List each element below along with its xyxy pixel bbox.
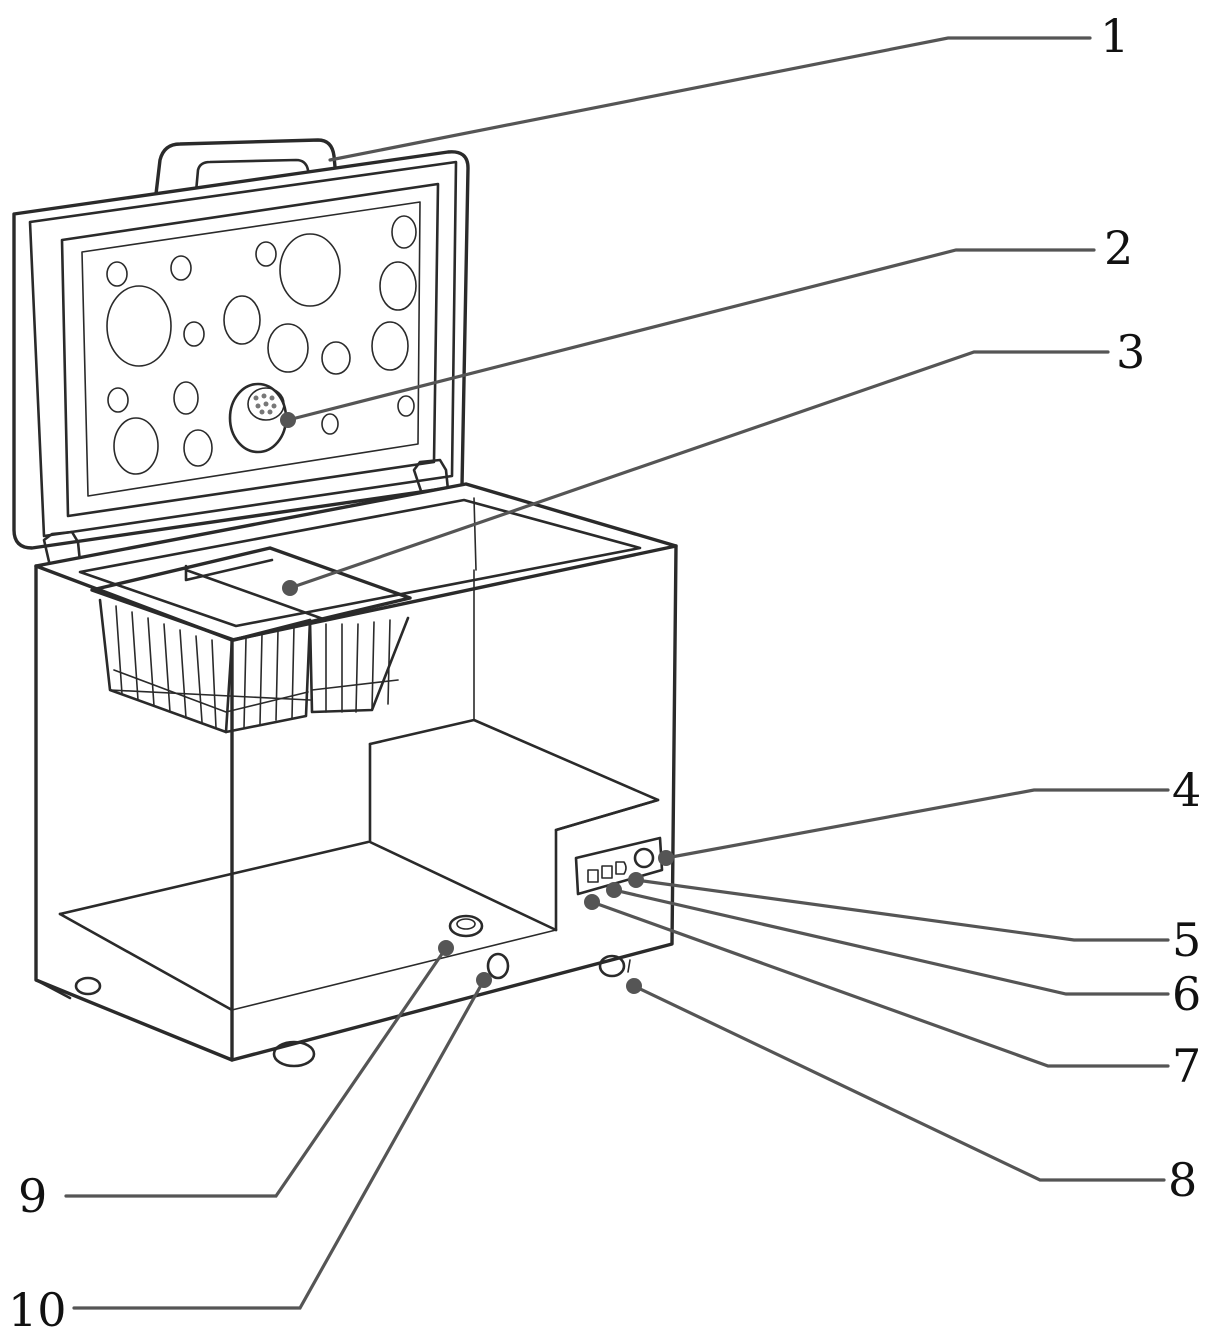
callout-number-5: 5 <box>1172 913 1201 967</box>
callout-number-4: 4 <box>1172 763 1201 817</box>
basket-left <box>98 598 234 734</box>
cabinet-side <box>230 544 678 1062</box>
drain-plug-fitting <box>448 914 484 938</box>
leader-6 <box>612 888 1170 996</box>
caster-wheel-front-right <box>272 1040 316 1068</box>
leader-4 <box>664 788 1170 860</box>
callout-number-10: 10 <box>8 1283 67 1337</box>
indicator-light-1 <box>587 869 599 883</box>
callout-number-3: 3 <box>1116 325 1145 379</box>
thermostat-knob <box>633 847 655 869</box>
control-panel <box>574 836 664 896</box>
lid-handle <box>154 138 338 196</box>
callout-number-6: 6 <box>1172 967 1201 1021</box>
leader-5 <box>634 878 1170 942</box>
leader-3 <box>288 350 1110 590</box>
indicator-light-2 <box>601 865 613 879</box>
caster-wheel-back-right <box>598 954 626 978</box>
leader-10 <box>72 978 486 1310</box>
compressor-housing <box>368 718 660 932</box>
leader-2 <box>286 248 1096 422</box>
drain-outlet-fitting <box>486 952 510 980</box>
leveling-foot-fitting <box>627 959 631 973</box>
lid-circle-pattern <box>106 215 417 475</box>
freezer-cabinet <box>34 482 678 1068</box>
leader-9 <box>64 946 448 1198</box>
callout-number-8: 8 <box>1168 1153 1197 1207</box>
basket-right <box>308 616 410 714</box>
storage-baskets <box>90 546 412 734</box>
lid-inner-panel <box>60 182 440 518</box>
callout-number-7: 7 <box>1172 1039 1201 1093</box>
leader-7 <box>590 900 1170 1068</box>
cabinet-front <box>34 564 234 1062</box>
callout-leaders <box>64 36 1170 1310</box>
leader-1 <box>328 36 1092 162</box>
indicator-light-3 <box>615 861 627 875</box>
control-panel-plate <box>574 836 664 896</box>
leader-8 <box>632 984 1166 1182</box>
callout-number-2: 2 <box>1104 221 1133 275</box>
callout-numbers: 1 2 3 4 5 6 7 8 9 10 <box>8 9 1201 1337</box>
callout-number-1: 1 <box>1100 9 1129 63</box>
caster-wheel-front-left <box>74 976 102 996</box>
callout-number-9: 9 <box>18 1169 47 1223</box>
lid-outer-frame <box>12 150 470 550</box>
freezer-lid <box>12 138 470 568</box>
